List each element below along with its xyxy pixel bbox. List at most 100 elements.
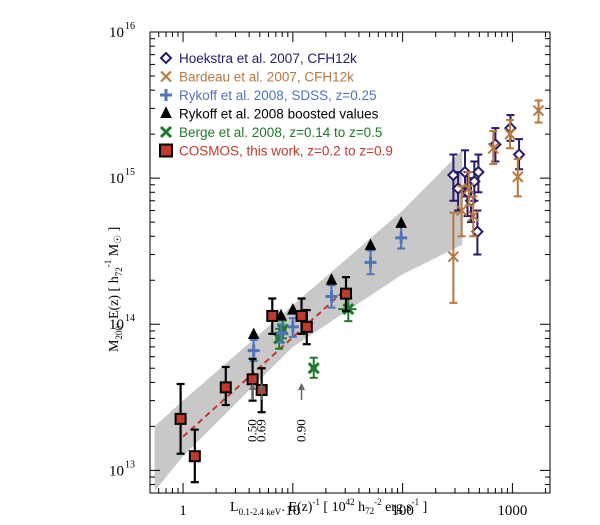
redshift-arrows-layer: 0.500.69 0.90 xyxy=(245,383,309,442)
y-axis-title-part: -1 xyxy=(103,260,113,268)
marker-triangle xyxy=(160,106,172,118)
marker-x-b xyxy=(463,182,475,195)
data-point xyxy=(247,339,260,363)
data-point xyxy=(275,308,287,321)
legend-entry: Rykoff et al. 2008 boosted values xyxy=(160,106,379,122)
legend-label: COSMOS, this work, z=0.2 to z=0.9 xyxy=(179,144,393,159)
y-axis-title-part: M xyxy=(107,339,122,352)
arrow-label: 0.50 xyxy=(245,419,260,442)
y-axis-title-part: . E(z) xyxy=(107,291,122,326)
x-axis-title-part: h xyxy=(355,500,366,515)
marker-triangle xyxy=(395,216,407,228)
x-axis-title-part: erg s xyxy=(382,500,412,515)
data-point xyxy=(487,130,500,165)
marker-x-b xyxy=(342,303,355,316)
data-point xyxy=(532,99,545,124)
marker-diamond xyxy=(471,165,485,179)
y-tick-exponent: 13 xyxy=(125,459,135,470)
data-point xyxy=(340,276,353,313)
axis-titles: L0.1-2.4 keV. E(z)-1 [ 1042 h72-2 erg s-… xyxy=(103,227,427,517)
data-point xyxy=(364,238,377,251)
y-tick-label: 10 xyxy=(109,171,124,187)
arrow-label: 0.90 xyxy=(294,419,309,442)
data-point xyxy=(300,308,313,346)
marker-square xyxy=(300,320,313,333)
y-tick-exponent: 15 xyxy=(125,167,135,178)
marker-x-b xyxy=(160,70,172,83)
data-point xyxy=(307,356,320,379)
arrow-head xyxy=(298,383,306,390)
marker-x-b xyxy=(487,142,500,155)
data-point xyxy=(325,273,338,285)
legend-entry: Hoekstra et al. 2007, CFH12k xyxy=(159,51,357,66)
legend-label: Berge et al. 2008, z=0.14 to z=0.5 xyxy=(179,125,382,140)
marker-triangle xyxy=(247,327,260,340)
x-axis-title-part: . E(z) xyxy=(281,500,312,515)
legend-label: Rykoff et al. 2008 boosted values xyxy=(179,107,379,122)
x-axis-title-part: 0.1-2.4 keV xyxy=(239,507,282,517)
x-tick-label: 100 xyxy=(391,503,414,519)
marker-x-b xyxy=(447,250,460,263)
y-tick-exponent: 16 xyxy=(125,21,135,32)
legend-label: Bardeau et al. 2007, CFH12k xyxy=(179,70,354,85)
data-point xyxy=(364,249,377,276)
fit-line xyxy=(182,289,346,438)
marker-triangle xyxy=(287,302,299,315)
legend-entry: Berge et al. 2008, z=0.14 to z=0.5 xyxy=(159,125,382,140)
x-tick-label: 10 xyxy=(285,503,300,519)
y-tick-label: 10 xyxy=(109,463,124,479)
legend-label: Rykoff et al. 2008, SDSS, z=0.25 xyxy=(179,88,377,103)
marker-square xyxy=(340,287,353,300)
x-axis-title-part: -1 xyxy=(412,497,420,507)
legend-entry: Bardeau et al. 2007, CFH12k xyxy=(160,70,354,85)
redshift-arrow: 0.90 xyxy=(294,383,309,442)
confidence-band xyxy=(154,150,463,492)
x-axis-title-part: L xyxy=(230,500,239,515)
y-axis-title-part: ] xyxy=(107,227,122,235)
data-point xyxy=(488,127,502,163)
data-point xyxy=(512,138,526,171)
data-point xyxy=(467,195,479,238)
y-axis-title-part: [ h xyxy=(107,276,122,291)
x-axis-title-part: -2 xyxy=(374,497,382,507)
marker-x-b xyxy=(504,128,516,140)
marker-square xyxy=(219,381,232,394)
data-point xyxy=(512,158,524,198)
x-axis-title-part: ] xyxy=(419,500,427,515)
data-point xyxy=(274,323,287,344)
marker-triangle xyxy=(325,273,338,285)
y-tick-exponent: 14 xyxy=(125,313,135,324)
y-axis-title-part: 72 xyxy=(114,267,124,276)
y-axis-title: M200. E(z) [ h72-1 M☉ ] xyxy=(103,227,124,352)
marker-x-b xyxy=(467,210,479,222)
x-axis-title-part: [ 10 xyxy=(320,500,346,515)
marker-diamond xyxy=(512,148,526,161)
plot-frame xyxy=(149,31,551,494)
data-point xyxy=(395,225,408,250)
redshift-arrow: 0.50 xyxy=(245,383,260,442)
marker-x-b xyxy=(532,104,545,117)
y-axis-title-part: ☉ xyxy=(113,235,124,244)
marker-triangle xyxy=(364,238,377,251)
marker-square xyxy=(246,373,259,386)
marker-x-b xyxy=(159,125,173,139)
arrow-head xyxy=(258,383,266,390)
arrow-head xyxy=(249,383,257,390)
marker-square xyxy=(188,450,201,463)
marker-square xyxy=(174,412,187,425)
fit-line-layer xyxy=(182,289,346,438)
x-axis-title-part: -1 xyxy=(312,497,320,507)
marker-square xyxy=(295,309,308,322)
x-axis-title-part: 42 xyxy=(346,497,355,507)
legend-entry: Rykoff et al. 2008, SDSS, z=0.25 xyxy=(160,88,377,103)
data-point xyxy=(463,171,475,207)
x-tick-label: 1 xyxy=(179,503,187,519)
data-point xyxy=(188,428,201,484)
legend-label: Hoekstra et al. 2007, CFH12k xyxy=(179,51,357,66)
x-axis-title: L0.1-2.4 keV. E(z)-1 [ 1042 h72-2 erg s-… xyxy=(230,497,427,517)
redshift-arrow: 0.69 xyxy=(254,383,269,442)
confidence-band-layer xyxy=(154,150,463,492)
data-point xyxy=(455,185,468,238)
marker-diamond xyxy=(159,51,173,65)
